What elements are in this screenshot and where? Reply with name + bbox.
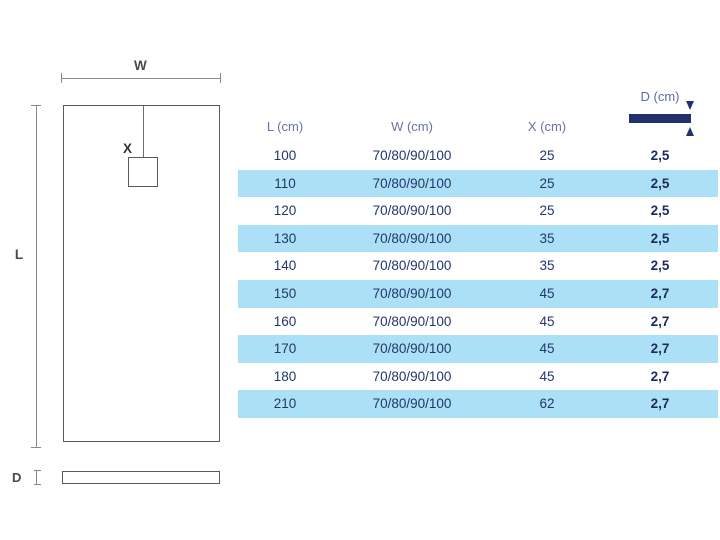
dimension-tick-length-top <box>31 105 41 106</box>
column-header-drain-offset: X (cm) <box>527 119 567 134</box>
shower-tray-side-profile <box>62 471 220 484</box>
cell-length: 130 <box>273 230 297 246</box>
dimension-tick-depth <box>33 470 41 485</box>
cell-width: 70/80/90/100 <box>372 396 452 412</box>
cell-drain-offset: 35 <box>539 258 555 274</box>
cell-depth: 2,7 <box>650 341 670 357</box>
cell-depth: 2,7 <box>650 313 670 329</box>
cell-width: 70/80/90/100 <box>372 313 452 329</box>
cell-length: 120 <box>273 203 297 219</box>
cell-drain-offset: 35 <box>539 230 555 246</box>
dimension-line-drain-offset <box>142 106 144 172</box>
table-row: 210 70/80/90/100 62 2,7 <box>238 390 718 418</box>
cell-width: 70/80/90/100 <box>372 148 452 163</box>
cell-drain-offset: 45 <box>539 313 555 329</box>
cell-depth: 2,5 <box>650 203 670 219</box>
cell-drain-offset: 45 <box>539 285 555 301</box>
table-header-row: L (cm) W (cm) X (cm) D (cm) <box>238 86 718 143</box>
dimension-line-width <box>61 78 220 79</box>
cell-width: 70/80/90/100 <box>372 175 452 191</box>
table-row: 140 70/80/90/100 35 2,5 <box>238 252 718 280</box>
drain-outlet-square <box>128 157 158 187</box>
cell-length: 140 <box>273 258 297 274</box>
cell-depth: 2,5 <box>650 175 670 191</box>
cell-length: 160 <box>273 313 297 329</box>
cell-length: 150 <box>273 285 297 301</box>
cell-depth: 2,5 <box>650 148 670 163</box>
arrow-down-icon <box>686 101 694 110</box>
table-row: 160 70/80/90/100 45 2,7 <box>238 307 718 336</box>
arrow-up-icon <box>686 127 694 136</box>
table-row: 100 70/80/90/100 25 2,5 <box>238 142 718 170</box>
tray-thickness-bar <box>629 114 691 123</box>
column-header-width: W (cm) <box>391 119 433 134</box>
cell-depth: 2,5 <box>650 258 670 274</box>
dimension-tick-width-right <box>219 73 221 83</box>
cell-length: 170 <box>273 341 297 357</box>
cell-length: 210 <box>273 396 297 412</box>
shower-tray-plan-view <box>63 105 220 442</box>
table-row: 120 70/80/90/100 25 2,5 <box>238 197 718 225</box>
table-body: 100 70/80/90/100 25 2,5 110 70/80/90/100 25 2,5… <box>238 142 718 418</box>
depth-indicator-graphic <box>602 100 718 142</box>
table-row: 150 70/80/90/100 45 2,7 <box>238 279 718 308</box>
cell-width: 70/80/90/100 <box>372 341 452 357</box>
cell-width: 70/80/90/100 <box>372 285 452 301</box>
table-row: 170 70/80/90/100 45 2,7 <box>238 335 718 363</box>
dimension-tick-width-left <box>61 73 62 83</box>
cell-width: 70/80/90/100 <box>372 203 452 219</box>
cell-depth: 2,5 <box>650 230 670 246</box>
cell-drain-offset: 45 <box>539 341 555 357</box>
dimension-tick-length-bottom <box>31 446 41 448</box>
dimension-label-width: W <box>134 58 147 73</box>
table-row: 130 70/80/90/100 35 2,5 <box>238 224 718 253</box>
dimension-label-length: L <box>14 247 24 262</box>
cell-drain-offset: 25 <box>539 148 555 163</box>
cell-width: 70/80/90/100 <box>372 230 452 246</box>
specification-table: L (cm) W (cm) X (cm) D (cm) 100 70/80/90/… <box>238 86 718 418</box>
cell-length: 100 <box>273 148 297 163</box>
cell-depth: 2,7 <box>650 285 670 301</box>
cell-width: 70/80/90/100 <box>372 258 452 274</box>
dimension-line-length <box>36 105 37 447</box>
cell-drain-offset: 45 <box>539 368 555 384</box>
cell-length: 180 <box>273 368 297 384</box>
cell-drain-offset: 25 <box>539 175 555 191</box>
cell-drain-offset: 25 <box>539 203 555 219</box>
cell-depth: 2,7 <box>650 396 670 412</box>
dimension-label-depth: D <box>12 470 22 485</box>
table-row: 110 70/80/90/100 25 2,5 <box>238 169 718 198</box>
table-row: 180 70/80/90/100 45 2,7 <box>238 362 718 391</box>
column-header-length: L (cm) <box>266 119 304 134</box>
dimension-label-drain-offset: X <box>122 141 132 156</box>
cell-depth: 2,7 <box>650 368 670 384</box>
cell-length: 110 <box>274 175 296 191</box>
cell-width: 70/80/90/100 <box>372 368 452 384</box>
column-header-depth: D (cm) <box>640 89 680 104</box>
technical-drawing: W L X D <box>0 0 238 540</box>
cell-drain-offset: 62 <box>539 396 555 412</box>
